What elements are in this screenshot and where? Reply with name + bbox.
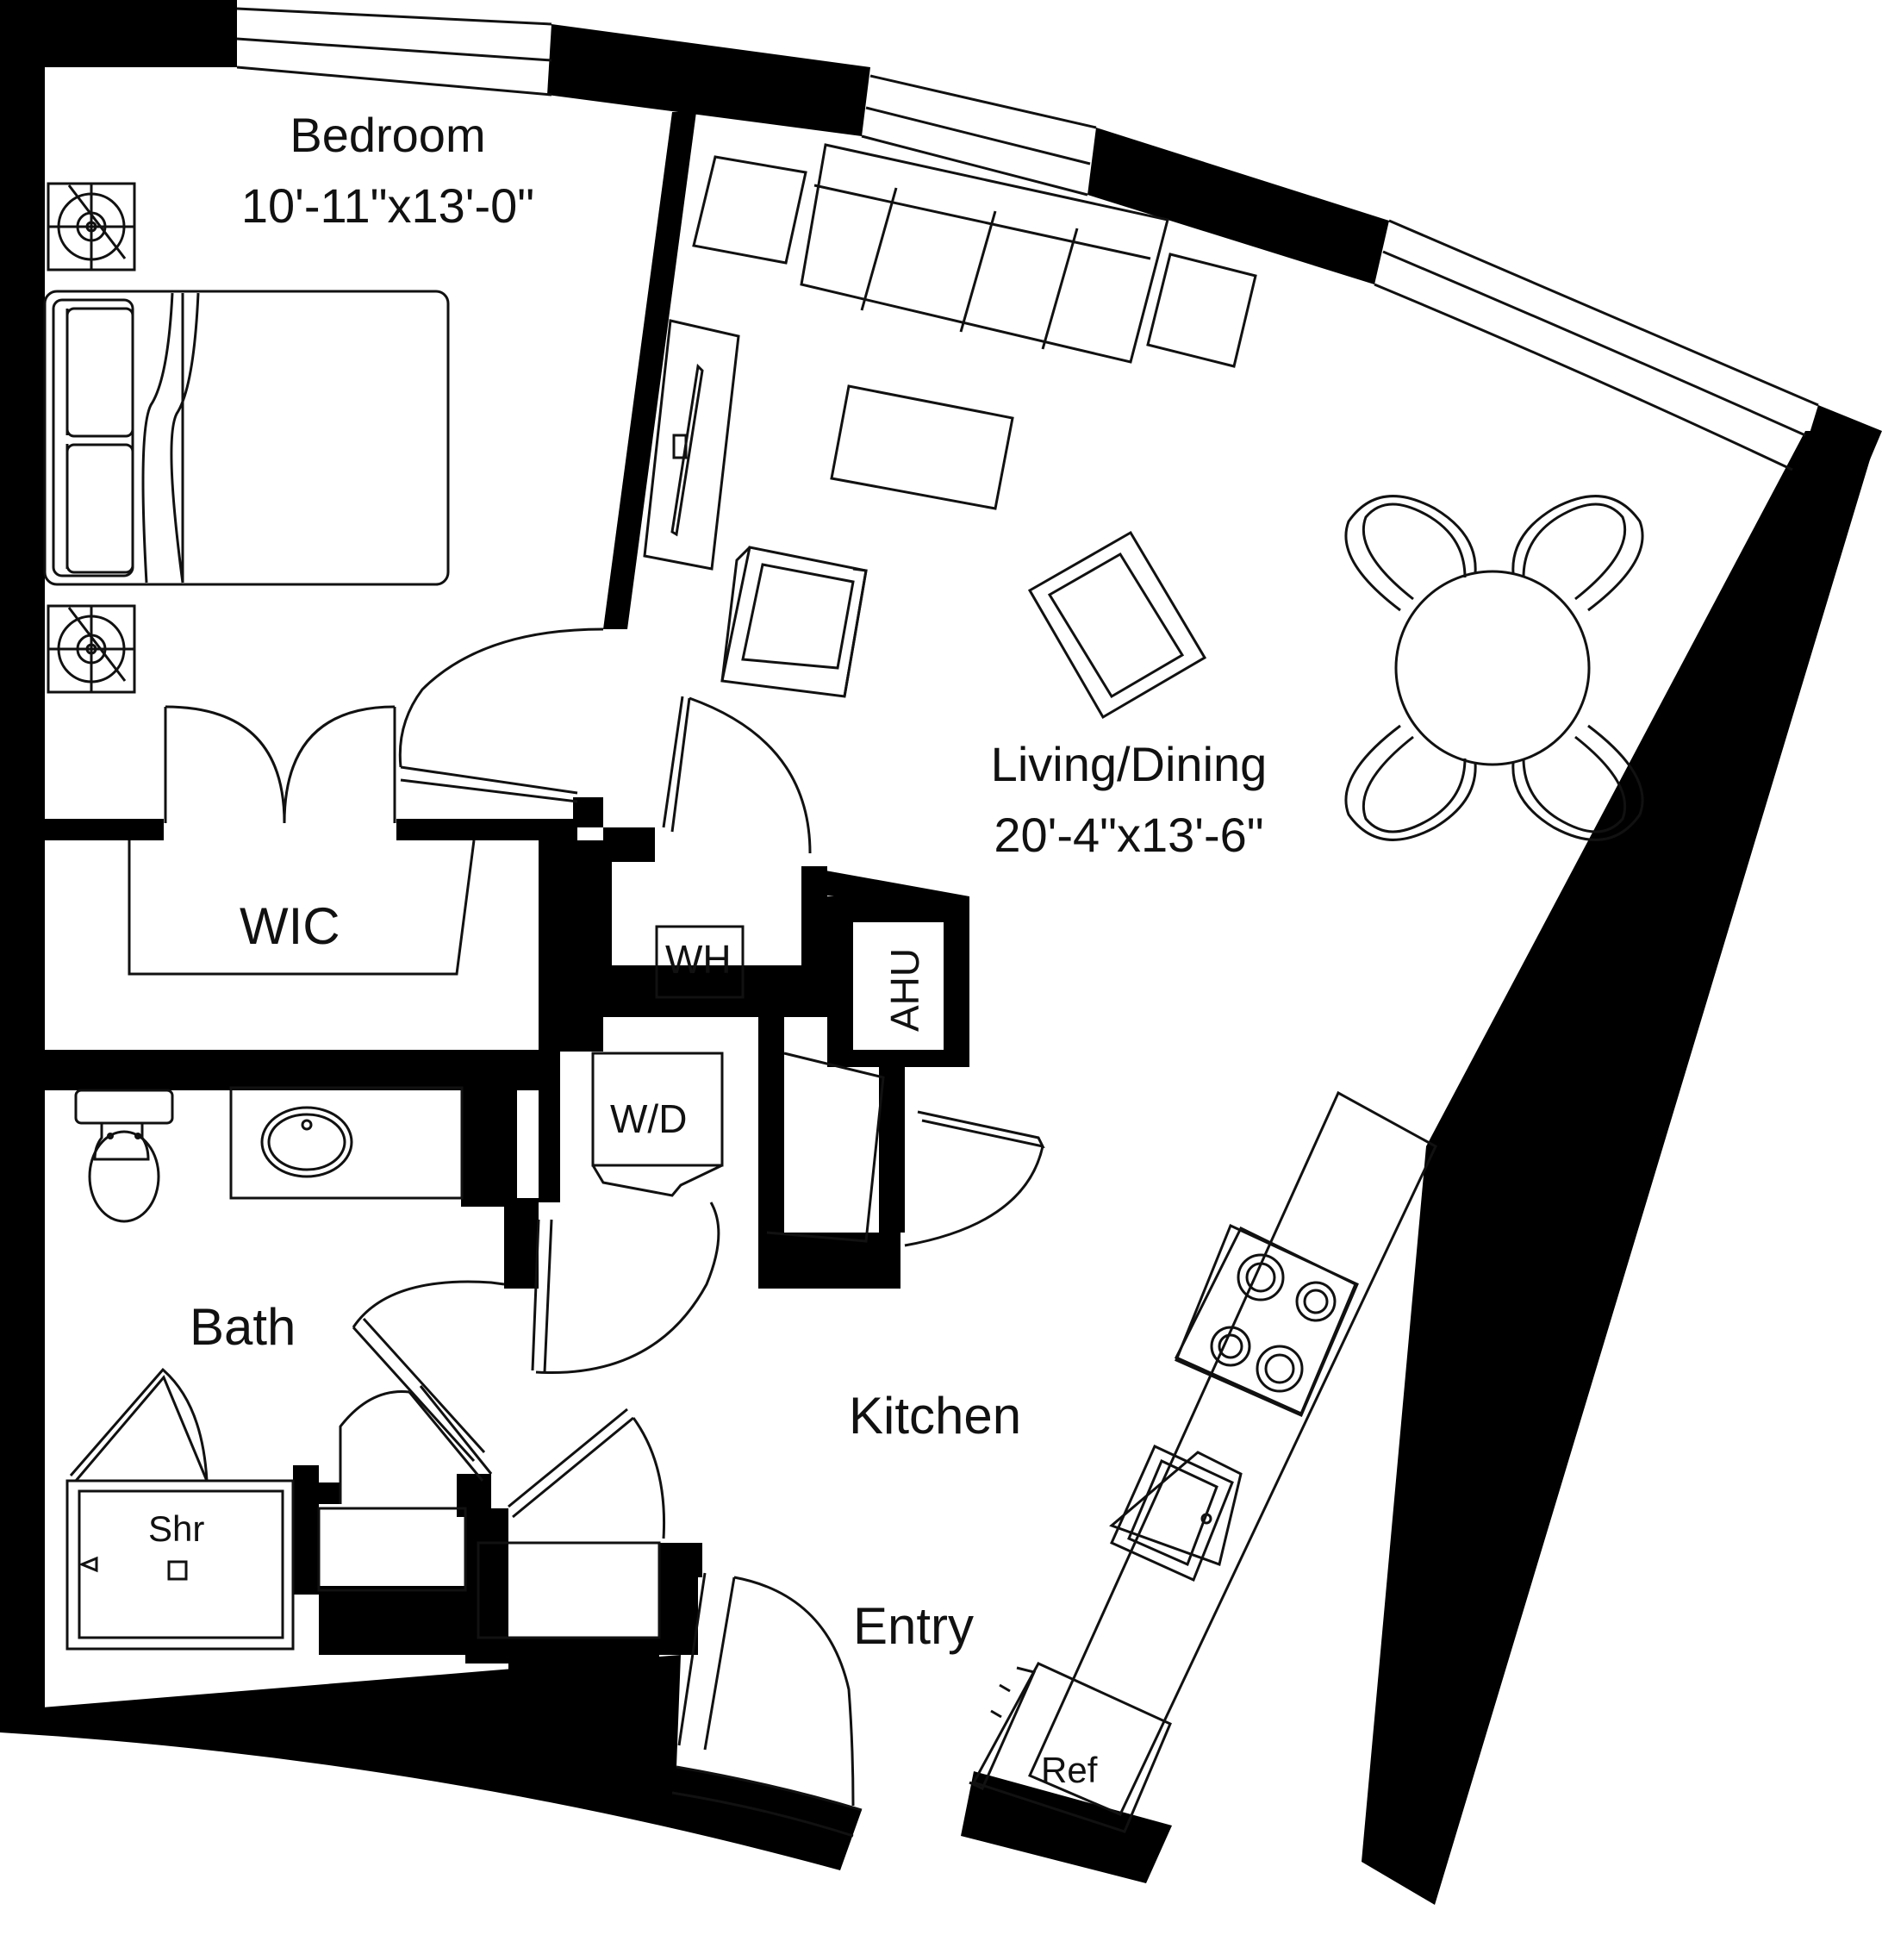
wd-label: W/D (610, 1096, 688, 1141)
bed (43, 290, 450, 586)
ahu-label: AHU (882, 947, 927, 1032)
pantry-door (904, 1110, 1045, 1247)
windows (236, 7, 1819, 471)
entry-closet (477, 1408, 666, 1639)
shower-label: Shr (148, 1508, 205, 1549)
dining-table (1344, 495, 1644, 841)
tv-console (643, 319, 740, 571)
toilet (74, 1089, 174, 1223)
linen-closet (317, 1385, 493, 1592)
bedroom-door (398, 627, 604, 803)
entry-door (677, 1572, 855, 1807)
wic-doors (164, 705, 396, 824)
bath-label: Bath (190, 1298, 296, 1356)
bottom-windows (671, 1765, 863, 1838)
shower (65, 1368, 295, 1651)
wic-shelf (128, 840, 476, 976)
living-dims: 20'-4"x13'-6" (994, 808, 1264, 863)
living-name: Living/Dining (990, 737, 1268, 791)
washer-dryer (591, 1052, 724, 1197)
sofa (800, 143, 1169, 364)
armchair-right (1027, 530, 1207, 720)
wh-label: WH (665, 937, 732, 982)
exterior-walls (0, 0, 1882, 1905)
kitchen-counter (1028, 1090, 1437, 1816)
closet-door (662, 696, 812, 854)
nightstand-bottom (47, 604, 136, 694)
armchair-left (720, 546, 868, 698)
entry-label: Entry (853, 1597, 975, 1655)
kitchen-label: Kitchen (849, 1387, 1022, 1445)
bath-door (352, 1280, 505, 1463)
bedroom-dims: 10'-11"x13'-0" (240, 178, 535, 234)
wh-box (655, 925, 745, 999)
nightstand-top (47, 182, 136, 272)
vanity (229, 1086, 464, 1200)
bedroom-label-block: Bedroom 10'-11"x13'-0" (220, 108, 556, 234)
coffee-table (830, 384, 1014, 510)
refrigerator (969, 1662, 1172, 1833)
sink (1110, 1444, 1234, 1582)
side-tables (692, 155, 1257, 368)
interior-walls (45, 112, 969, 1672)
pantry (766, 1052, 885, 1243)
bedroom-name: Bedroom (290, 108, 486, 162)
wic-label: WIC (240, 897, 340, 955)
wd-door (531, 1202, 720, 1375)
fridge-label: Ref (1041, 1750, 1098, 1790)
living-label-block: Living/Dining 20'-4"x13'-6" (965, 737, 1293, 864)
stove (1175, 1223, 1359, 1417)
